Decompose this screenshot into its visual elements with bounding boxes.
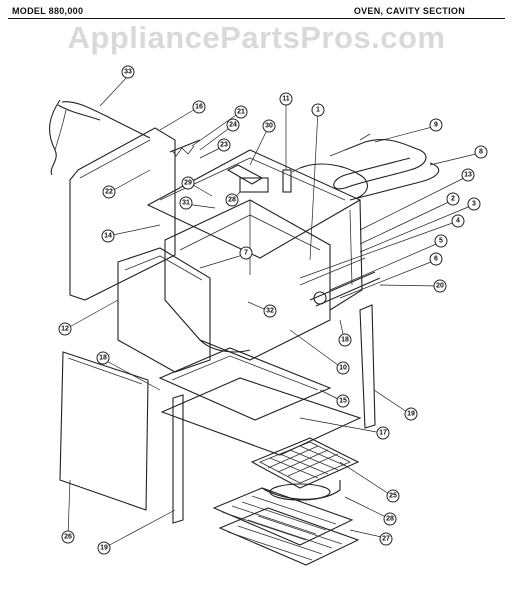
broil-element	[291, 162, 440, 201]
callout-label: 24	[229, 122, 237, 129]
callout-label: 17	[379, 430, 387, 437]
callout-label: 19	[407, 411, 415, 418]
callout-22: 22	[102, 185, 116, 199]
callout-13: 13	[461, 168, 475, 182]
broil-pan	[250, 437, 360, 501]
callout-label: 21	[237, 109, 245, 116]
callout-26: 26	[61, 530, 75, 544]
watermark: AppliancePartsPros.com	[67, 20, 446, 55]
callout-label: 5	[439, 238, 443, 245]
callout-21: 21	[234, 105, 248, 119]
callout-25: 25	[386, 489, 400, 503]
callout-33: 33	[121, 65, 135, 79]
callout-28-racks: 28	[383, 512, 397, 526]
callout-30: 30	[262, 119, 276, 133]
callout-12: 12	[58, 322, 72, 336]
callout-label: 13	[464, 172, 472, 179]
rods	[299, 257, 381, 307]
callout-label: 1	[316, 107, 320, 114]
callout-23: 23	[217, 138, 231, 152]
left-side-panel	[117, 247, 211, 373]
callout-5: 5	[434, 234, 448, 248]
callout-label: 26	[64, 534, 72, 541]
callout-label: 31	[182, 200, 190, 207]
callout-label: 28	[228, 197, 236, 204]
callout-15: 15	[336, 394, 350, 408]
callout-label: 22	[105, 189, 113, 196]
section-title: OVEN, CAVITY SECTION	[353, 6, 465, 16]
callout-label: 10	[339, 365, 347, 372]
callout-31: 31	[179, 196, 193, 210]
callout-24: 24	[226, 118, 240, 132]
callout-10: 10	[336, 361, 350, 375]
callout-19-left: 19	[97, 541, 111, 555]
callout-7: 7	[239, 246, 253, 260]
callout-18: 18	[96, 351, 110, 365]
callout-label: 15	[339, 398, 347, 405]
callout-label: 9	[434, 122, 438, 129]
callout-label: 2	[451, 196, 455, 203]
callout-label: 8	[479, 149, 483, 156]
callout-label: 12	[61, 326, 69, 333]
callout-label: 32	[266, 308, 274, 315]
callout-label: 27	[382, 536, 390, 543]
callout-label: 19	[100, 545, 108, 552]
callout-label: 33	[124, 69, 132, 76]
callout-16: 16	[192, 100, 206, 114]
callout-label: 11	[282, 96, 290, 103]
callout-label: 29	[184, 180, 192, 187]
callout-label: 16	[195, 104, 203, 111]
callout-1: 1	[311, 103, 325, 117]
top-panel	[146, 139, 362, 259]
callout-32: 32	[263, 304, 277, 318]
callout-6: 6	[429, 252, 443, 266]
callout-29: 29	[181, 176, 195, 190]
callout-17: 17	[376, 426, 390, 440]
callout-27: 27	[379, 532, 393, 546]
callout-label: 3	[472, 201, 476, 208]
oven-cavity	[164, 199, 331, 361]
hinge-strip-left	[172, 394, 184, 524]
rear-panel	[69, 127, 176, 301]
model-label: MODEL 880,000	[12, 6, 84, 16]
bottom-panel	[158, 347, 362, 456]
callout-14: 14	[101, 229, 115, 243]
callout-18-right: 18	[338, 333, 352, 347]
callout-label: 30	[265, 123, 273, 130]
callout-label: 4	[456, 218, 460, 225]
callout-label: 6	[434, 256, 438, 263]
callout-label: 28	[386, 516, 394, 523]
callout-20: 20	[433, 279, 447, 293]
oven-racks	[212, 487, 360, 566]
callout-19-right: 19	[404, 407, 418, 421]
header-rule	[8, 18, 505, 19]
callout-28: 28	[225, 193, 239, 207]
wire-harness	[49, 99, 151, 176]
callout-label: 20	[436, 283, 444, 290]
bake-element	[329, 133, 427, 190]
callout-2: 2	[446, 192, 460, 206]
oven-door-panel	[59, 351, 149, 511]
callout-label: 25	[389, 493, 397, 500]
callout-label: 18	[99, 355, 107, 362]
callout-3: 3	[467, 197, 481, 211]
right-side-panel	[329, 199, 363, 311]
callout-label: 14	[104, 233, 112, 240]
front-bracket-right	[359, 304, 376, 429]
callout-label: 23	[220, 142, 228, 149]
callout-label: 7	[244, 250, 248, 257]
callout-9: 9	[429, 118, 443, 132]
callout-label: 18	[341, 337, 349, 344]
callout-8: 8	[474, 145, 488, 159]
callout-4: 4	[451, 214, 465, 228]
callout-11: 11	[279, 92, 293, 106]
